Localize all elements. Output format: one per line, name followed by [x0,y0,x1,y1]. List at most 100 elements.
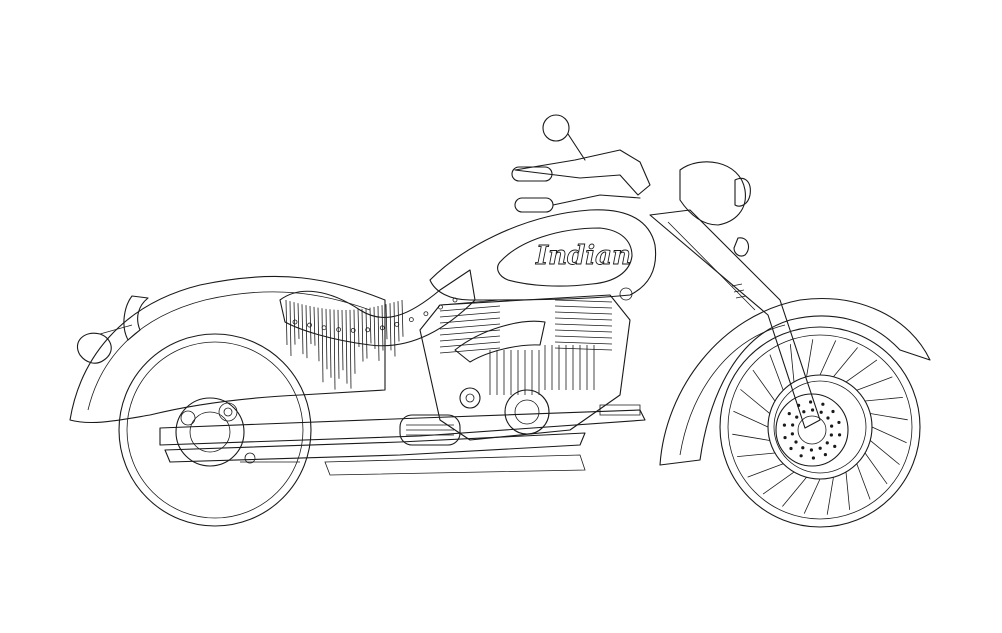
drill-hole [787,412,791,416]
spoke [732,433,770,441]
drill-hole [783,435,787,440]
cylinder-fin [439,341,501,348]
seat-fringe [285,299,404,390]
drill-hole [789,446,793,451]
fringe-strand [369,307,372,344]
seat-stud [350,327,356,333]
drill-hole [790,432,794,436]
drill-hole [826,416,830,420]
spoke [782,476,807,507]
cylinder-fin [439,311,501,318]
fringe-strand [397,301,400,342]
rear-sprocket [180,410,300,464]
fringe-strand [333,309,336,390]
fringe-strand [325,308,328,370]
drill-hole [801,446,805,450]
spoke [826,477,834,515]
cylinder-fin [554,311,613,315]
handlebars [511,149,651,213]
spoke [870,413,908,421]
drill-hole [782,423,787,427]
fringe-strand [345,309,348,384]
fringe-strand [293,302,296,345]
spoke [769,354,784,391]
drill-hole [825,441,829,445]
spoke [871,426,907,444]
cylinder-fin [554,317,613,321]
front-brake-rotor [775,393,849,467]
cylinder-fin [554,347,613,351]
drill-hole [818,446,822,450]
spoke [864,396,903,402]
drill-hole [802,410,806,414]
drill-hole [829,433,833,437]
fringe-strand [337,309,340,379]
fringe-strand [309,306,312,345]
spoke [845,359,878,383]
spoke [803,478,821,514]
drill-hole [795,415,799,419]
cylinder-fin [439,335,501,342]
fringe-strand [389,303,392,351]
cylinder-fin [439,329,501,336]
fringe-strand [357,309,360,348]
front-fender [659,298,931,466]
cylinder-fin [554,329,613,333]
spoke [856,463,871,500]
drill-hole [799,454,803,458]
cylinder-fin [554,341,613,345]
fringe-strand [297,303,300,339]
cylinder-fin [439,347,501,354]
seat-stud [292,319,298,325]
front-wheel-spokes [732,339,908,515]
spoke [819,340,837,376]
seat-stud [408,317,414,323]
rear-brake-rotor [175,397,245,467]
spoke [789,344,795,383]
fringe-strand [361,308,364,362]
cylinder-fin [554,299,613,303]
spoke [864,452,888,485]
cylinder-fin [554,305,613,309]
fringe-strand [321,308,324,383]
fringe-strand [329,309,332,378]
spoke [833,347,858,378]
cylinder-fins [439,299,613,395]
fringe-strand [373,306,376,349]
drill-hole [794,440,798,444]
fringe-strand [341,309,344,371]
seat-stud [307,322,312,328]
fuel-tank: Indian [429,209,657,301]
rear-fender [69,275,386,424]
spoke [856,376,893,391]
logo-text: Indian [535,241,631,271]
headlight [679,161,751,257]
seat-stud [365,327,371,333]
drill-hole [819,410,823,414]
drill-hole [809,448,814,452]
front-wheel [719,326,921,528]
spoke [762,471,795,495]
fringe-strand [401,299,404,337]
spoke [737,452,776,458]
drill-hole [809,400,813,404]
cylinder-fin [439,305,501,312]
spoke [869,440,900,465]
exhaust-pipes [159,404,646,476]
drill-hole [837,433,842,437]
spoke [747,463,784,478]
spoke [845,471,851,510]
cylinder-fin [554,335,613,339]
cylinder-fin [439,317,501,324]
spoke [733,410,769,428]
fringe-strand [381,305,384,351]
cylinder-fin [439,299,501,306]
drill-hole [811,456,815,460]
fringe-strand [393,302,396,357]
fringe-strand [313,306,316,346]
fringe-strand [301,304,304,355]
rear-wheel [118,333,312,527]
drill-hole [823,452,827,457]
spoke [806,339,814,377]
